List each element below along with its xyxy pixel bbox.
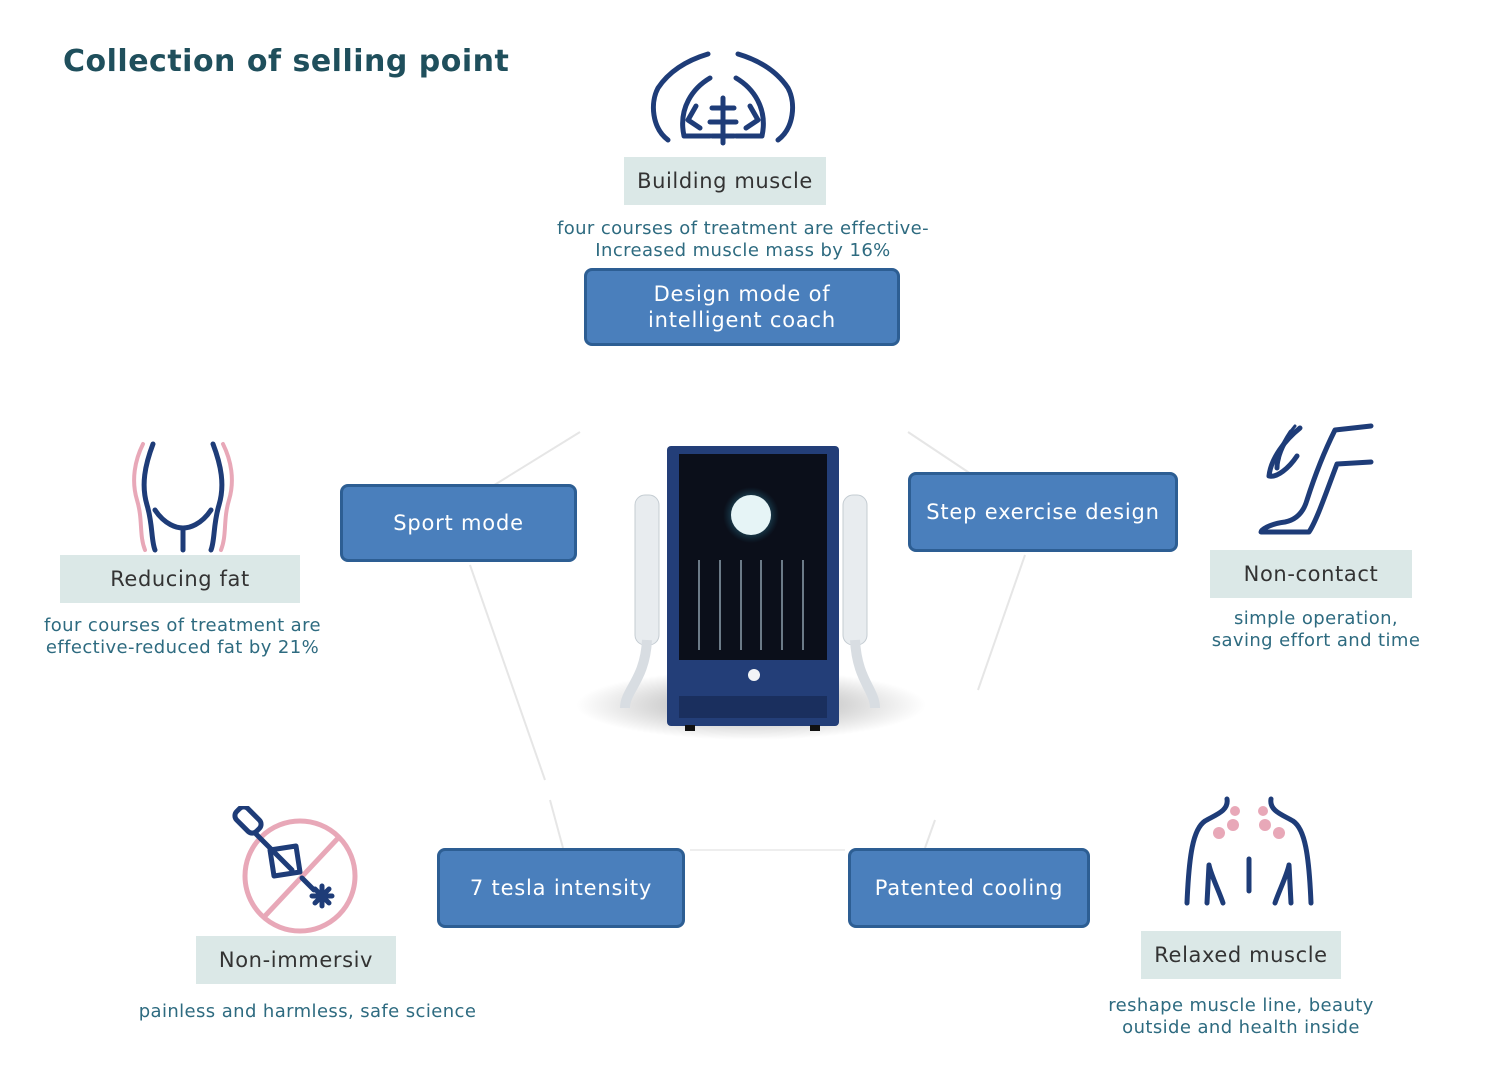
sport-mode-button[interactable]: Sport mode: [340, 484, 577, 562]
desc-line: four courses of treatment are: [44, 615, 321, 636]
tesla-intensity-button[interactable]: 7 tesla intensity: [437, 848, 685, 928]
intelligent-coach-button[interactable]: Design mode of intelligent coach: [584, 268, 900, 346]
desc-line: saving effort and time: [1211, 630, 1421, 651]
reducing-fat-label: Reducing fat: [60, 555, 300, 603]
page-title: Collection of selling point: [63, 44, 510, 79]
desc-line: effective-reduced fat by 21%: [45, 637, 320, 658]
reducing-fat-desc: four courses of treatment are effective-…: [30, 615, 335, 659]
step-exercise-button[interactable]: Step exercise design: [908, 472, 1178, 552]
chest-muscle-icon: [650, 51, 796, 146]
desc-line: simple operation,: [1233, 608, 1399, 629]
no-needle-icon: [232, 806, 358, 934]
hips-waist-icon: [132, 441, 234, 553]
building-muscle-desc: four courses of treatment are effective-…: [543, 218, 943, 262]
relaxed-muscle-label: Relaxed muscle: [1141, 931, 1341, 979]
leg-hand-icon: [1258, 423, 1374, 535]
building-muscle-label: Building muscle: [624, 157, 826, 205]
non-contact-desc: simple operation, saving effort and time: [1190, 608, 1442, 652]
non-immersiv-desc: painless and harmless, safe science: [130, 1001, 485, 1023]
non-immersiv-label: Non-immersiv: [196, 936, 396, 984]
non-contact-label: Non-contact: [1210, 550, 1412, 598]
desc-line: painless and harmless, safe science: [138, 1001, 477, 1022]
relaxed-muscle-desc: reshape muscle line, beauty outside and …: [1100, 995, 1382, 1039]
desc-line: reshape muscle line, beauty: [1108, 995, 1374, 1016]
desc-line: Increased muscle mass by 16%: [595, 240, 891, 261]
patented-cooling-button[interactable]: Patented cooling: [848, 848, 1090, 928]
desc-line: outside and health inside: [1122, 1017, 1360, 1038]
back-muscle-icon: [1184, 796, 1314, 906]
device-image: [575, 440, 927, 740]
desc-line: four courses of treatment are effective-: [556, 218, 930, 239]
